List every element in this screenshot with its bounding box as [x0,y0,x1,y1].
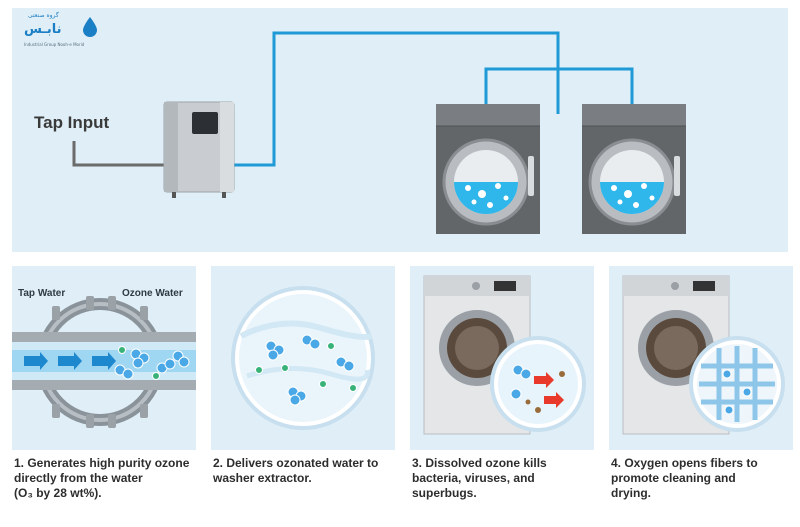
step-2-caption-line-1: 2. Delivers ozonated water to [213,456,379,470]
step-3-caption-line-3: superbugs. [412,486,477,500]
tap-input-label: Tap Input [34,113,110,132]
ozone-generator-unit [163,101,235,198]
step-2-caption-line-2: washer extractor. [213,471,312,485]
step-2-panel [211,266,395,450]
washer-extractor-2 [582,104,686,234]
tap-water-label: Tap Water [18,288,66,299]
step-2-caption: 2. Delivers ozonated water to washer ext… [213,456,401,486]
ozone-pipe-illustration [12,296,196,428]
step-1-caption-line-3: (O₃ by 28 wt%). [14,486,102,500]
step-1-caption-line-2: directly from the water [14,471,143,485]
step-3-caption: 3. Dissolved ozone kills bacteria, virus… [412,456,600,501]
step-4-caption-line-1: 4. Oxygen opens fibers to [611,456,758,470]
step-1-caption-line-1: 1. Generates high purity ozone [14,456,190,470]
step-1-panel: Tap Water Ozone Water [12,266,196,450]
step-3-caption-line-1: 3. Dissolved ozone kills [412,456,547,470]
water-drop-icon [83,17,97,37]
system-overview-panel: گروه صنعتی نابـس Industrial Group Nooh-e… [12,8,788,252]
step-3-caption-line-2: bacteria, viruses, and [412,471,535,485]
step-4-caption-line-3: drying. [611,486,652,500]
logo-small-text: گروه صنعتی [28,12,59,19]
fiber-cleaning-illustration [622,275,785,435]
step-4-panel [609,266,793,450]
system-overview-illustration [72,31,686,234]
ozone-water-label: Ozone Water [122,288,183,299]
bacteria-kill-illustration [423,275,586,435]
washer-extractor-1 [436,104,540,234]
ozone-water-branch-pipe [484,67,634,114]
ozonated-water-illustration [231,286,375,430]
tap-input-pipe [72,141,164,167]
step-1-caption: 1. Generates high purity ozone directly … [14,456,202,501]
step-4-caption: 4. Oxygen opens fibers to promote cleani… [611,456,799,501]
logo-tagline: Industrial Group Nooh-e Morid [24,42,85,47]
step-3-panel [410,266,594,450]
ozone-water-pipe [234,31,560,167]
logo-text: نابـس [24,22,62,37]
step-4-caption-line-2: promote cleaning and [611,471,736,485]
company-logo: گروه صنعتی نابـس Industrial Group Nooh-e… [16,10,106,56]
